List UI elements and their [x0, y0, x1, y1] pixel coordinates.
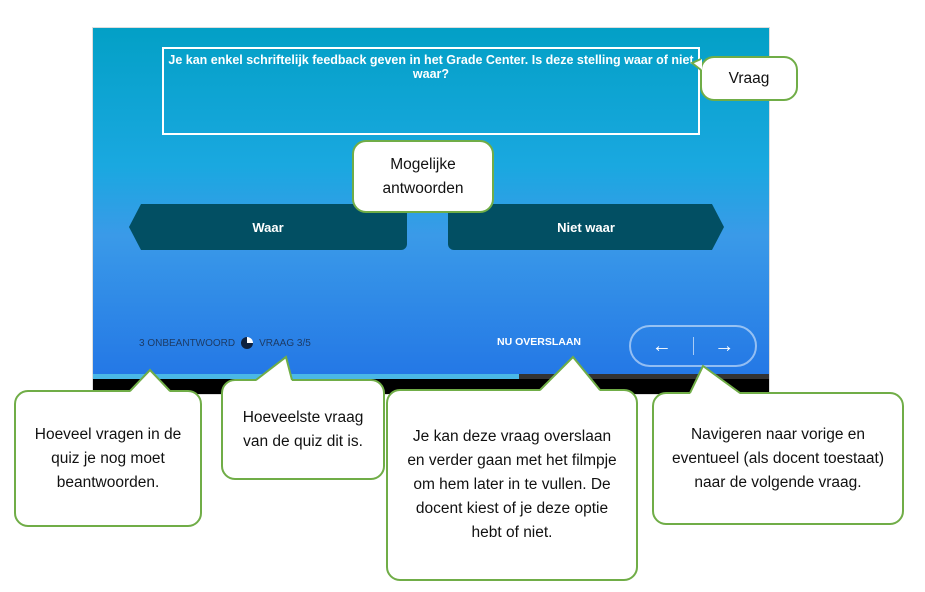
callout-onbeantwoord: Hoeveel vragen in de quiz je nog moet be…	[14, 390, 202, 527]
video-progress-bar[interactable]	[93, 374, 769, 379]
progress-pie-icon	[241, 337, 254, 349]
answer-niet-waar-button[interactable]: Niet waar	[448, 204, 724, 250]
video-player: Je kan enkel schriftelijk feedback geven…	[92, 27, 770, 395]
nav-divider	[692, 337, 694, 355]
callout-vraag: Vraag	[700, 56, 798, 101]
quiz-stage: Je kan enkel schriftelijk feedback geven…	[93, 28, 769, 374]
callout-navigeren: Navigeren naar vorige en eventueel (als …	[652, 392, 904, 525]
unanswered-count: 3 ONBEANTWOORD	[139, 337, 236, 349]
arrow-left-icon[interactable]: ←	[651, 334, 672, 357]
question-nav: ← →	[629, 325, 757, 367]
skip-button[interactable]: NU OVERSLAAN	[497, 336, 582, 348]
callout-vraagnummer: Hoeveelste vraag van de quiz dit is.	[221, 379, 385, 480]
question-counter: VRAAG 3/5	[259, 337, 311, 349]
callout-antwoorden: Mogelijke antwoorden	[352, 140, 494, 213]
arrow-right-icon[interactable]: →	[714, 334, 735, 357]
quiz-status: 3 ONBEANTWOORD VRAAG 3/5	[139, 337, 311, 349]
question-text: Je kan enkel schriftelijk feedback geven…	[162, 47, 700, 135]
callout-overslaan: Je kan deze vraag overslaan en verder ga…	[386, 389, 638, 581]
video-progress-fill	[93, 374, 519, 379]
